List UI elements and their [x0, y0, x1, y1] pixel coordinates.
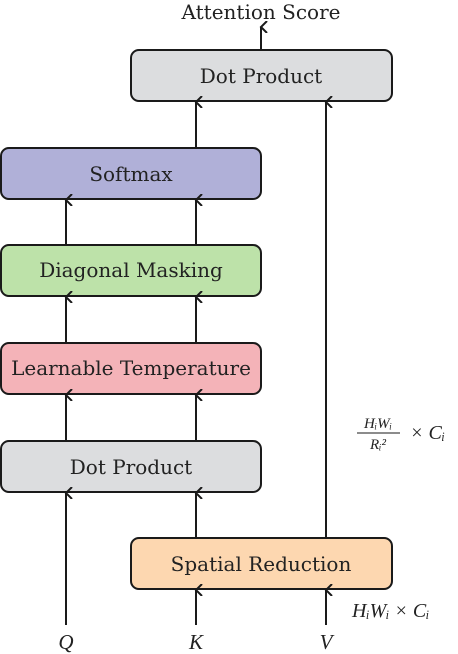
- reduced-size-numerator: HᵢWᵢ: [363, 416, 392, 432]
- dot-product-bottom-rect: [0, 440, 262, 493]
- learnable-temperature-rect: [0, 342, 262, 395]
- input-size-annotation: HᵢWᵢ × Cᵢ: [351, 600, 429, 622]
- input-k-label: K: [188, 630, 204, 654]
- spatial-reduction-rect: [130, 537, 393, 590]
- spatial-reduction-label: Spatial Reduction: [171, 552, 352, 576]
- diagonal-masking-rect: [0, 244, 262, 297]
- diagonal-masking-label: Diagonal Masking: [39, 258, 223, 282]
- dot-product-top-box: Dot Product: [130, 49, 393, 102]
- dot-product-top-label: Dot Product: [200, 64, 322, 88]
- input-q-label: Q: [58, 630, 73, 654]
- dot-product-bottom-label: Dot Product: [70, 455, 192, 479]
- softmax-rect: [0, 147, 262, 200]
- softmax-box: Softmax: [0, 147, 262, 200]
- output-label: Attention Score: [181, 0, 341, 24]
- reduced-size-denominator: Rᵢ²: [369, 437, 387, 453]
- spatial-reduction-box: Spatial Reduction: [130, 537, 393, 590]
- learnable-temperature-label: Learnable Temperature: [11, 356, 251, 380]
- learnable-temperature-box: Learnable Temperature: [0, 342, 262, 395]
- dot-product-bottom-box: Dot Product: [0, 440, 262, 493]
- reduced-size-suffix: × Cᵢ: [410, 422, 445, 444]
- softmax-label: Softmax: [89, 162, 173, 186]
- diagonal-masking-box: Diagonal Masking: [0, 244, 262, 297]
- input-v-label: V: [320, 630, 335, 654]
- reduced-size-annotation: HᵢWᵢ Rᵢ² × Cᵢ: [357, 416, 445, 453]
- dot-product-top-rect: [130, 49, 393, 102]
